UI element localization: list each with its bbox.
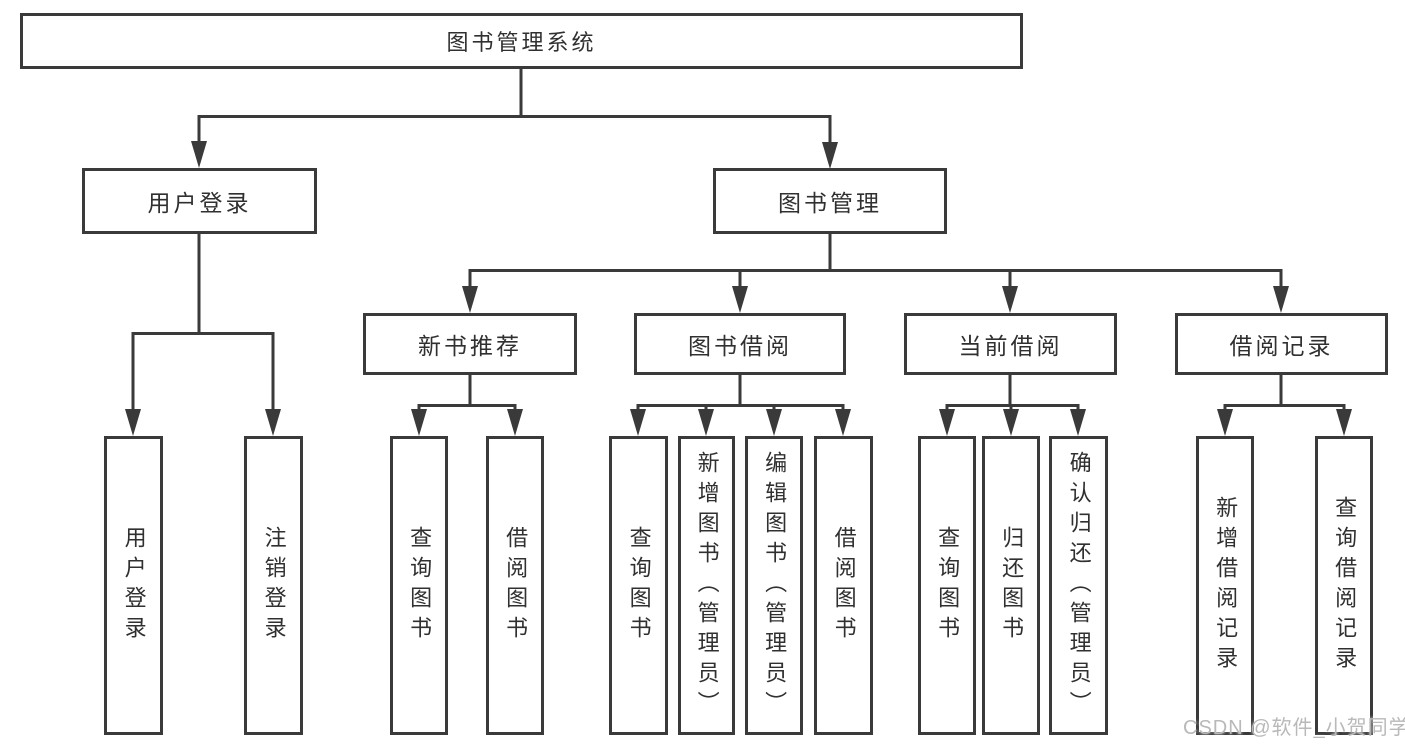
csdn-watermark: CSDN @软件_小贺同学 [1183, 717, 1405, 739]
node-borrowing-records-label: 借阅记录 [1229, 333, 1334, 359]
leaf-current-confirm-return-admin: 确认归还（管理员） [1049, 436, 1108, 735]
leaf-borrowing-borrow-books-label: 借阅图书 [831, 525, 857, 646]
leaf-borrowing-query-books: 查询图书 [609, 436, 668, 735]
arrowheads [125, 141, 1352, 436]
node-user-login: 用户登录 [82, 168, 317, 234]
leaf-borrowing-query-books-label: 查询图书 [626, 525, 652, 646]
node-new-book-recommend-label: 新书推荐 [418, 333, 522, 359]
node-library-system-label: 图书管理系统 [446, 30, 597, 55]
node-book-borrowing-label: 图书借阅 [688, 333, 792, 359]
leaf-records-add-record: 新增借阅记录 [1196, 436, 1254, 735]
leaf-newbook-borrow-books: 借阅图书 [486, 436, 544, 735]
connector-paths [131, 69, 1346, 413]
node-user-login-label: 用户登录 [147, 190, 252, 216]
node-library-system: 图书管理系统 [20, 13, 1023, 69]
leaf-user-login: 用户登录 [104, 436, 163, 735]
leaf-borrowing-borrow-books: 借阅图书 [814, 436, 873, 735]
leaf-user-login-label: 用户登录 [121, 525, 147, 646]
node-borrowing-records: 借阅记录 [1175, 313, 1388, 375]
node-current-borrowing: 当前借阅 [904, 313, 1117, 375]
leaf-newbook-borrow-books-label: 借阅图书 [503, 525, 529, 646]
leaf-records-query-record-label: 查询借阅记录 [1332, 495, 1358, 676]
leaf-current-return-books-label: 归还图书 [999, 525, 1025, 646]
leaf-borrowing-add-books-admin: 新增图书（管理员） [678, 436, 735, 735]
node-book-borrowing: 图书借阅 [634, 313, 846, 375]
leaf-current-confirm-return-admin-label: 确认归还（管理员） [1066, 450, 1092, 721]
node-new-book-recommend: 新书推荐 [363, 313, 577, 375]
leaf-borrowing-edit-books-admin-label: 编辑图书（管理员） [762, 450, 788, 721]
leaf-current-query-books-label: 查询图书 [935, 525, 961, 646]
node-book-management: 图书管理 [713, 168, 947, 234]
node-current-borrowing-label: 当前借阅 [958, 333, 1063, 359]
node-book-management-label: 图书管理 [778, 190, 882, 216]
leaf-current-query-books: 查询图书 [918, 436, 976, 735]
leaf-borrowing-edit-books-admin: 编辑图书（管理员） [745, 436, 803, 735]
leaf-borrowing-add-books-admin-label: 新增图书（管理员） [694, 450, 720, 721]
leaf-current-return-books: 归还图书 [982, 436, 1040, 735]
leaf-logout: 注销登录 [244, 436, 303, 735]
leaf-records-add-record-label: 新增借阅记录 [1213, 495, 1239, 676]
leaf-logout-label: 注销登录 [261, 525, 287, 646]
leaf-newbook-query-books: 查询图书 [390, 436, 448, 735]
leaf-newbook-query-books-label: 查询图书 [407, 525, 433, 646]
leaf-records-query-record: 查询借阅记录 [1315, 436, 1373, 735]
